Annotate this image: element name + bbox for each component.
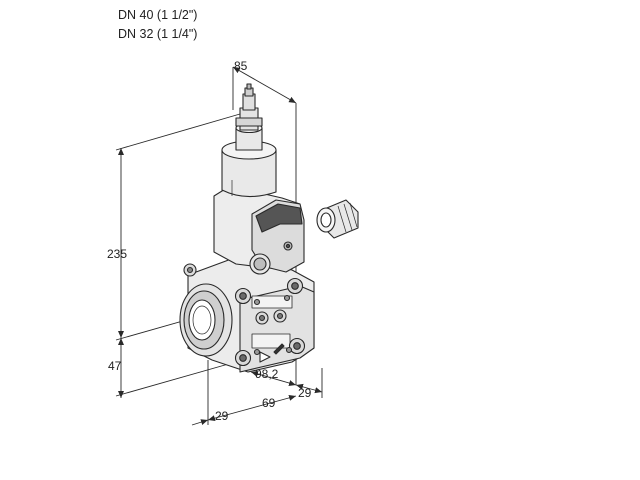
dim-label-98-2: 98,2 [255, 367, 279, 381]
dim-label-29-left: 29 [215, 409, 229, 423]
dim-label-47: 47 [108, 359, 122, 373]
dim-label-69: 69 [262, 396, 276, 410]
header-line-dn40: DN 40 (1 1/2") [118, 8, 198, 22]
valve-body [179, 83, 359, 373]
dim-line-29-right [295, 383, 323, 394]
dim-line-69 [207, 394, 297, 422]
cable-gland [316, 199, 359, 239]
dim-line-29-left [191, 419, 209, 426]
dim-label-29-right: 29 [298, 386, 312, 400]
dim-line-85 [232, 66, 297, 104]
dim-line-98-2 [250, 371, 297, 386]
header-line-dn32: DN 32 (1 1/4") [118, 27, 198, 41]
dim-label-235: 235 [107, 247, 127, 261]
dim-label-85: 85 [234, 59, 248, 73]
